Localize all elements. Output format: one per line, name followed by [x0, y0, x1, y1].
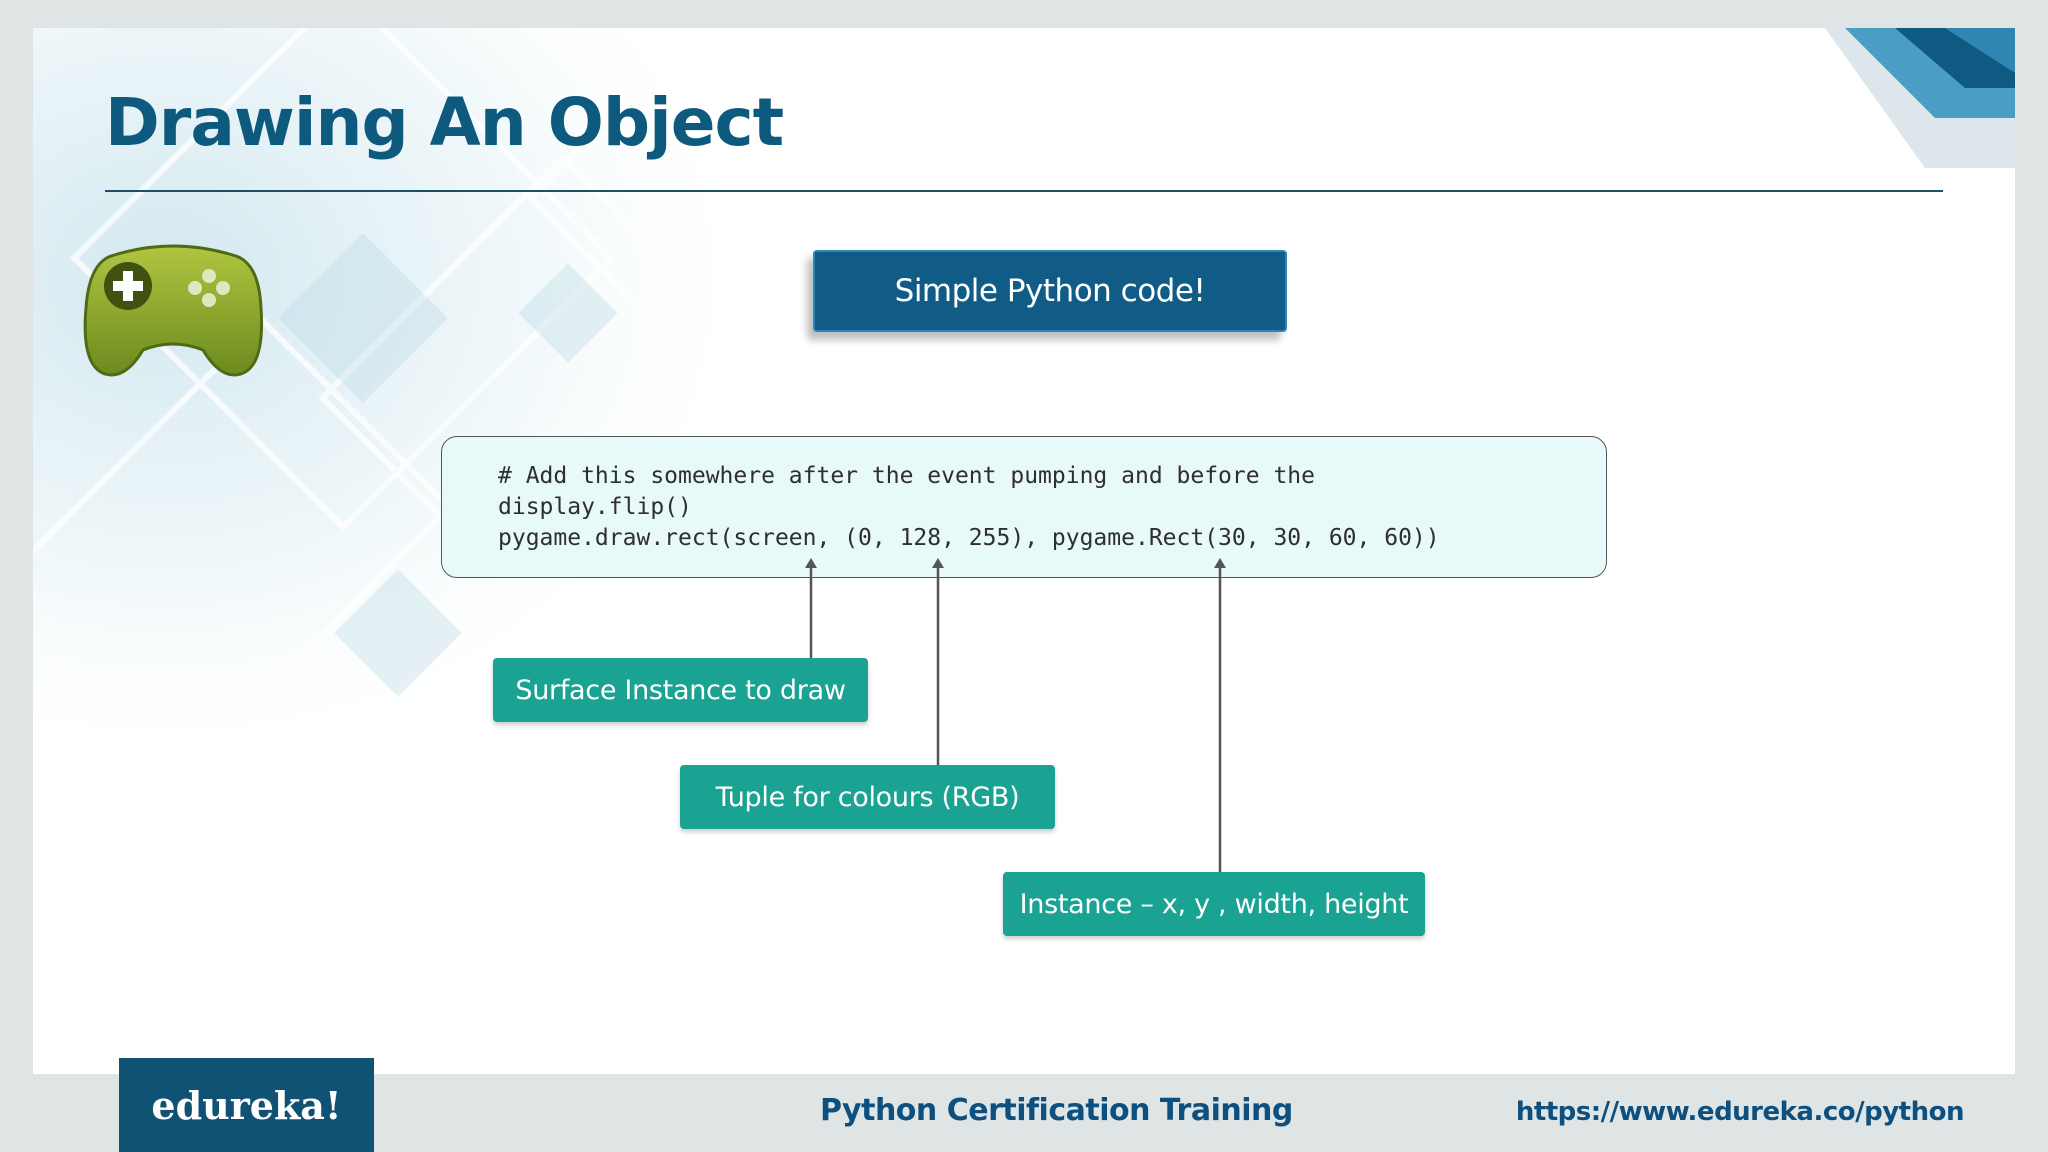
annotation-instance: Instance – x, y , width, height — [1003, 872, 1425, 936]
title-divider — [105, 190, 1943, 192]
code-block: # Add this somewhere after the event pum… — [441, 436, 1607, 578]
annotation-surface: Surface Instance to draw — [493, 658, 868, 722]
code-line: pygame.draw.rect(screen, (0, 128, 255), … — [498, 525, 1440, 551]
course-url[interactable]: https://www.edureka.co/python — [1515, 1097, 1965, 1127]
edureka-logo: edureka! — [119, 1058, 374, 1152]
headline-button: Simple Python code! — [813, 250, 1287, 332]
code-line: # Add this somewhere after the event pum… — [498, 463, 1315, 489]
gamepad-icon — [83, 244, 264, 377]
annotation-tuple: Tuple for colours (RGB) — [680, 765, 1055, 829]
slide: Drawing An Object Simple Python code! # … — [33, 28, 2015, 1074]
course-title: Python Certification Training — [820, 1093, 1293, 1128]
code-line: display.flip() — [498, 494, 692, 520]
slide-title: Drawing An Object — [105, 84, 784, 161]
corner-decoration — [1825, 28, 2015, 168]
